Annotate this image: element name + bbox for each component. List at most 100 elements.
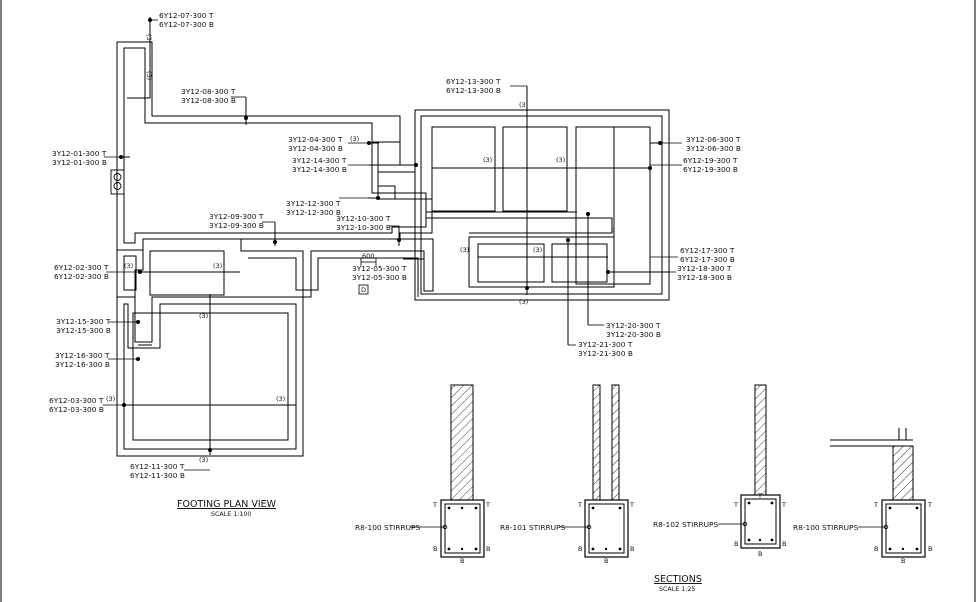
count-mark-1: (3) bbox=[145, 34, 153, 43]
section-1 bbox=[410, 384, 485, 558]
section-4-top-right: T bbox=[927, 501, 932, 509]
label-12-top: 3Y12-12-300 T bbox=[286, 199, 341, 208]
count-mark-9: (3) bbox=[460, 246, 469, 254]
label-16-top: 3Y12-16-300 T bbox=[55, 351, 110, 360]
section-1-stirrups: R8-100 STIRRUPS bbox=[355, 523, 420, 532]
label-20-bottom: 3Y12-20-300 B bbox=[606, 330, 661, 339]
plan-scale: SCALE 1:100 bbox=[211, 511, 251, 518]
count-marks: (3) (3) (3) (3) (3) (3) (3) (3) (3) (3) … bbox=[106, 34, 565, 464]
section-2-bottom-left: B bbox=[578, 545, 582, 553]
section-4-bottom-right: B bbox=[928, 545, 932, 553]
section-3-top-center: T bbox=[757, 492, 762, 500]
label-16-bottom: 3Y12-16-300 B bbox=[55, 360, 110, 369]
label-04-bottom: 3Y12-04-300 B bbox=[288, 144, 343, 153]
plan-rebar-lines bbox=[121, 17, 670, 455]
section-3-bottom-left: B bbox=[734, 540, 738, 548]
label-11-bottom: 6Y12-11-300 B bbox=[130, 471, 185, 480]
detail-tag-d: D bbox=[361, 286, 366, 294]
count-mark-2: (3) bbox=[145, 71, 153, 80]
label-15-bottom: 3Y12-15-300 B bbox=[56, 326, 111, 335]
label-18-bottom: 3Y12-18-300 B bbox=[677, 273, 732, 282]
section-2-bottom-center: B bbox=[604, 557, 608, 565]
count-mark-14: (3) bbox=[276, 395, 285, 403]
count-mark-3: (3) bbox=[350, 135, 359, 143]
section-1-bottom-right: B bbox=[486, 545, 490, 553]
section-3-bottom-center: B bbox=[758, 550, 762, 558]
section-2 bbox=[560, 384, 629, 558]
label-13-top: 6Y12-13-300 T bbox=[446, 77, 501, 86]
label-14-top: 3Y12-14-300 T bbox=[292, 156, 347, 165]
label-17-top: 6Y12-17-300 T bbox=[680, 246, 735, 255]
count-mark-6: (3) bbox=[519, 101, 528, 109]
sections-title: SECTIONS bbox=[654, 574, 702, 585]
section-3-bottom-right: B bbox=[782, 540, 786, 548]
label-02-bottom: 6Y12-02-300 B bbox=[54, 272, 109, 281]
section-1-top-left: T bbox=[432, 501, 437, 509]
label-06-top: 3Y12-06-300 T bbox=[686, 135, 741, 144]
label-11-top: 6Y12-11-300 T bbox=[130, 462, 185, 471]
dimension-600: 600 bbox=[362, 252, 374, 260]
count-mark-8: (3) bbox=[213, 262, 222, 270]
label-17-bottom: 6Y12-17-300 B bbox=[680, 255, 735, 264]
section-2-top-right: T bbox=[629, 501, 634, 509]
plan-labels: 6Y12-07-300 T 6Y12-07-300 B 3Y12-08-300 … bbox=[49, 11, 741, 480]
section-1-top-right: T bbox=[485, 501, 490, 509]
label-02-top: 6Y12-02-300 T bbox=[54, 263, 109, 272]
count-mark-10: (3) bbox=[533, 246, 542, 254]
label-03-bottom: 6Y12-03-300 B bbox=[49, 405, 104, 414]
section-1-bottom-left: B bbox=[433, 545, 437, 553]
label-07-top: 6Y12-07-300 T bbox=[159, 11, 214, 20]
section-2-top-left: T bbox=[577, 501, 582, 509]
label-09-bottom: 3Y12-09-300 B bbox=[209, 221, 264, 230]
label-21-bottom: 3Y12-21-300 B bbox=[578, 349, 633, 358]
detail-tag-box bbox=[358, 284, 369, 295]
section-4-bottom-left: B bbox=[874, 545, 878, 553]
label-15-top: 3Y12-15-300 T bbox=[56, 317, 111, 326]
count-mark-5: (3) bbox=[556, 156, 565, 164]
section-3-stirrups: R8-102 STIRRUPS bbox=[653, 520, 718, 529]
label-14-bottom: 3Y12-14-300 B bbox=[292, 165, 347, 174]
label-05-top: 3Y12-05-300 T bbox=[352, 264, 407, 273]
plan-leaders bbox=[103, 19, 682, 471]
label-10-top: 3Y12-10-300 T bbox=[336, 214, 391, 223]
count-mark-13: (3) bbox=[106, 395, 115, 403]
label-01-bottom: 3Y12-01-300 B bbox=[52, 158, 107, 167]
label-20-top: 3Y12-20-300 T bbox=[606, 321, 661, 330]
section-3-top-right: T bbox=[781, 501, 786, 509]
sections-scale: SCALE 1:25 bbox=[659, 586, 695, 593]
label-08-top: 3Y12-08-300 T bbox=[181, 87, 236, 96]
section-2-bottom-right: B bbox=[630, 545, 634, 553]
label-07-bottom: 6Y12-07-300 B bbox=[159, 20, 214, 29]
section-1-bottom-center: B bbox=[460, 557, 464, 565]
column-marker-top bbox=[113, 173, 122, 181]
count-mark-11: (3) bbox=[519, 298, 528, 306]
plan-title: FOOTING PLAN VIEW bbox=[177, 499, 277, 510]
column-marker bbox=[110, 169, 125, 195]
label-08-bottom: 3Y12-08-300 B bbox=[181, 96, 236, 105]
label-21-top: 3Y12-21-300 T bbox=[578, 340, 633, 349]
section-3-top-left: T bbox=[733, 501, 738, 509]
label-01-top: 3Y12-01-300 T bbox=[52, 149, 107, 158]
label-10-bottom: 3Y12-10-300 B bbox=[336, 223, 391, 232]
section-4-bottom-center: B bbox=[901, 557, 905, 565]
count-mark-12: (3) bbox=[199, 312, 208, 320]
section-2-stirrups: R8-101 STIRRUPS bbox=[500, 523, 565, 532]
label-12-bottom: 3Y12-12-300 B bbox=[286, 208, 341, 217]
label-09-top: 3Y12-09-300 T bbox=[209, 212, 264, 221]
section-4-stirrups: R8-100 STIRRUPS bbox=[793, 523, 858, 532]
label-19-bottom: 6Y12-19-300 B bbox=[683, 165, 738, 174]
label-19-top: 6Y12-19-300 T bbox=[683, 156, 738, 165]
count-mark-4: (3) bbox=[483, 156, 492, 164]
label-05-bottom: 3Y12-05-300 B bbox=[352, 273, 407, 282]
label-03-top: 6Y12-03-300 T bbox=[49, 396, 104, 405]
column-marker-bottom bbox=[113, 182, 122, 190]
label-13-bottom: 6Y12-13-300 B bbox=[446, 86, 501, 95]
section-3 bbox=[718, 384, 781, 549]
section-4-top-left: T bbox=[873, 501, 878, 509]
label-06-bottom: 3Y12-06-300 B bbox=[686, 144, 741, 153]
plan-outlines bbox=[116, 41, 670, 457]
label-04-top: 3Y12-04-300 T bbox=[288, 135, 343, 144]
label-18-top: 3Y12-18-300 T bbox=[677, 264, 732, 273]
detail-tag-c: c bbox=[611, 226, 615, 234]
